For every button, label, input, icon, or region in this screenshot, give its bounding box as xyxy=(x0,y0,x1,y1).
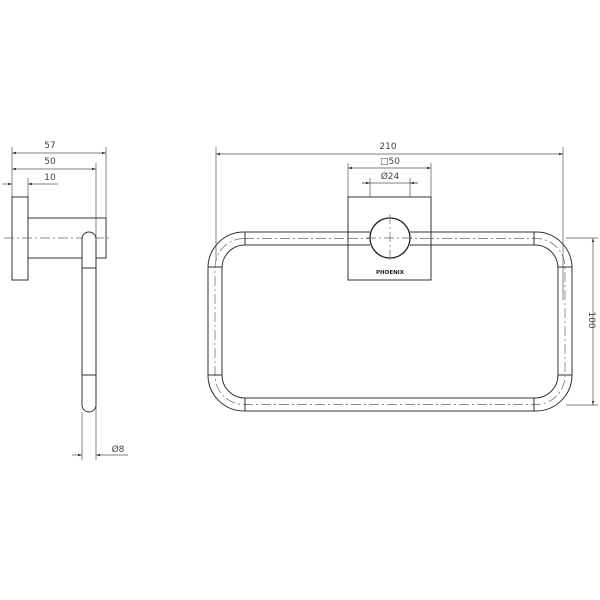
dimension-50-label: 50 xyxy=(44,157,56,167)
dimension-57-label: 57 xyxy=(44,141,55,151)
dimension-d8-label: Ø8 xyxy=(112,444,125,455)
wall-plate xyxy=(11,196,29,281)
front-view: 210 □50 Ø24 PHOENIX xyxy=(207,142,598,412)
brand-logo: PHOENIX xyxy=(376,270,405,276)
dimension-210-label: 210 xyxy=(379,142,396,152)
side-view: 57 50 10 Ø8 xyxy=(2,141,128,460)
dimension-100-label: 100 xyxy=(586,311,596,328)
ring-bar-side xyxy=(81,231,97,413)
dimension-10-label: 10 xyxy=(44,173,56,183)
dimension-d24-label: Ø24 xyxy=(381,171,400,182)
dimension-square-50-label: □50 xyxy=(380,157,400,167)
